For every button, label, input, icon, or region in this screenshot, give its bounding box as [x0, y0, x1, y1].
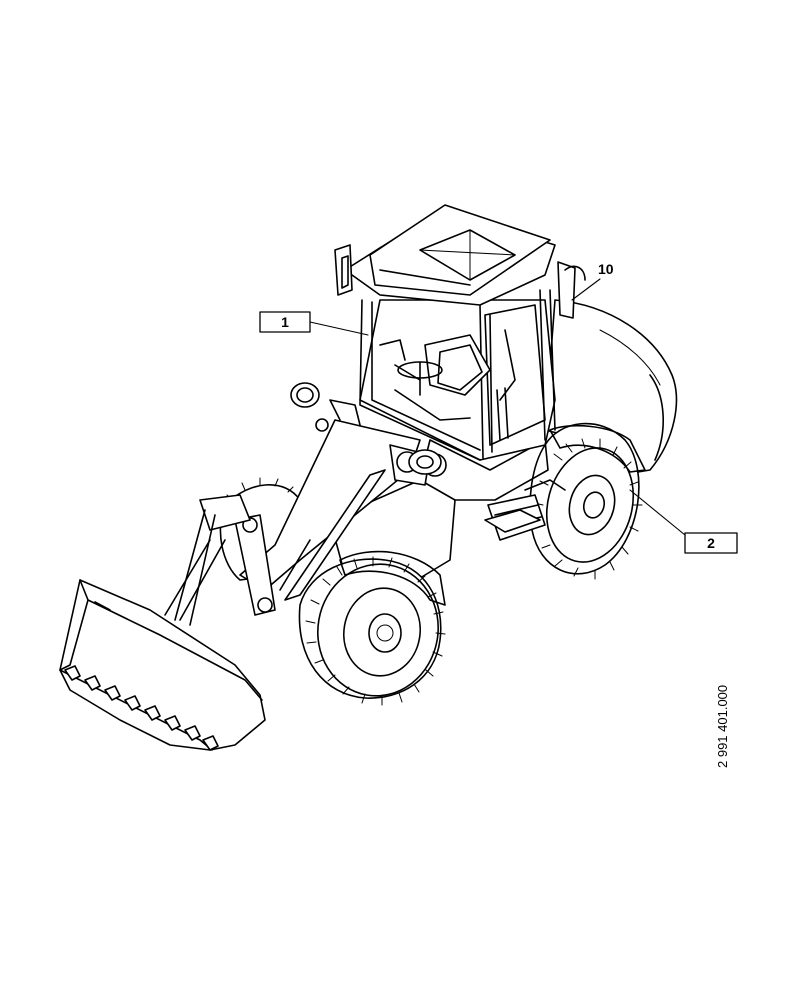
lift-arm-assembly — [164, 399, 447, 626]
callout-1: 1 — [259, 311, 369, 336]
front-right-wheel — [298, 550, 446, 706]
cab — [334, 204, 586, 461]
callout-2-label: 2 — [707, 535, 715, 551]
drawing-number: 2 991 401.000 — [715, 685, 730, 768]
callout-1-label: 1 — [281, 314, 289, 330]
callout-10: 10 — [571, 261, 614, 301]
access-steps — [484, 479, 566, 533]
bucket-teeth — [64, 665, 219, 751]
bucket — [59, 579, 266, 751]
callout-2: 2 — [629, 489, 738, 554]
rear-right-wheel — [529, 422, 646, 580]
work-lights — [290, 382, 442, 475]
callout-10-label: 10 — [598, 261, 614, 277]
